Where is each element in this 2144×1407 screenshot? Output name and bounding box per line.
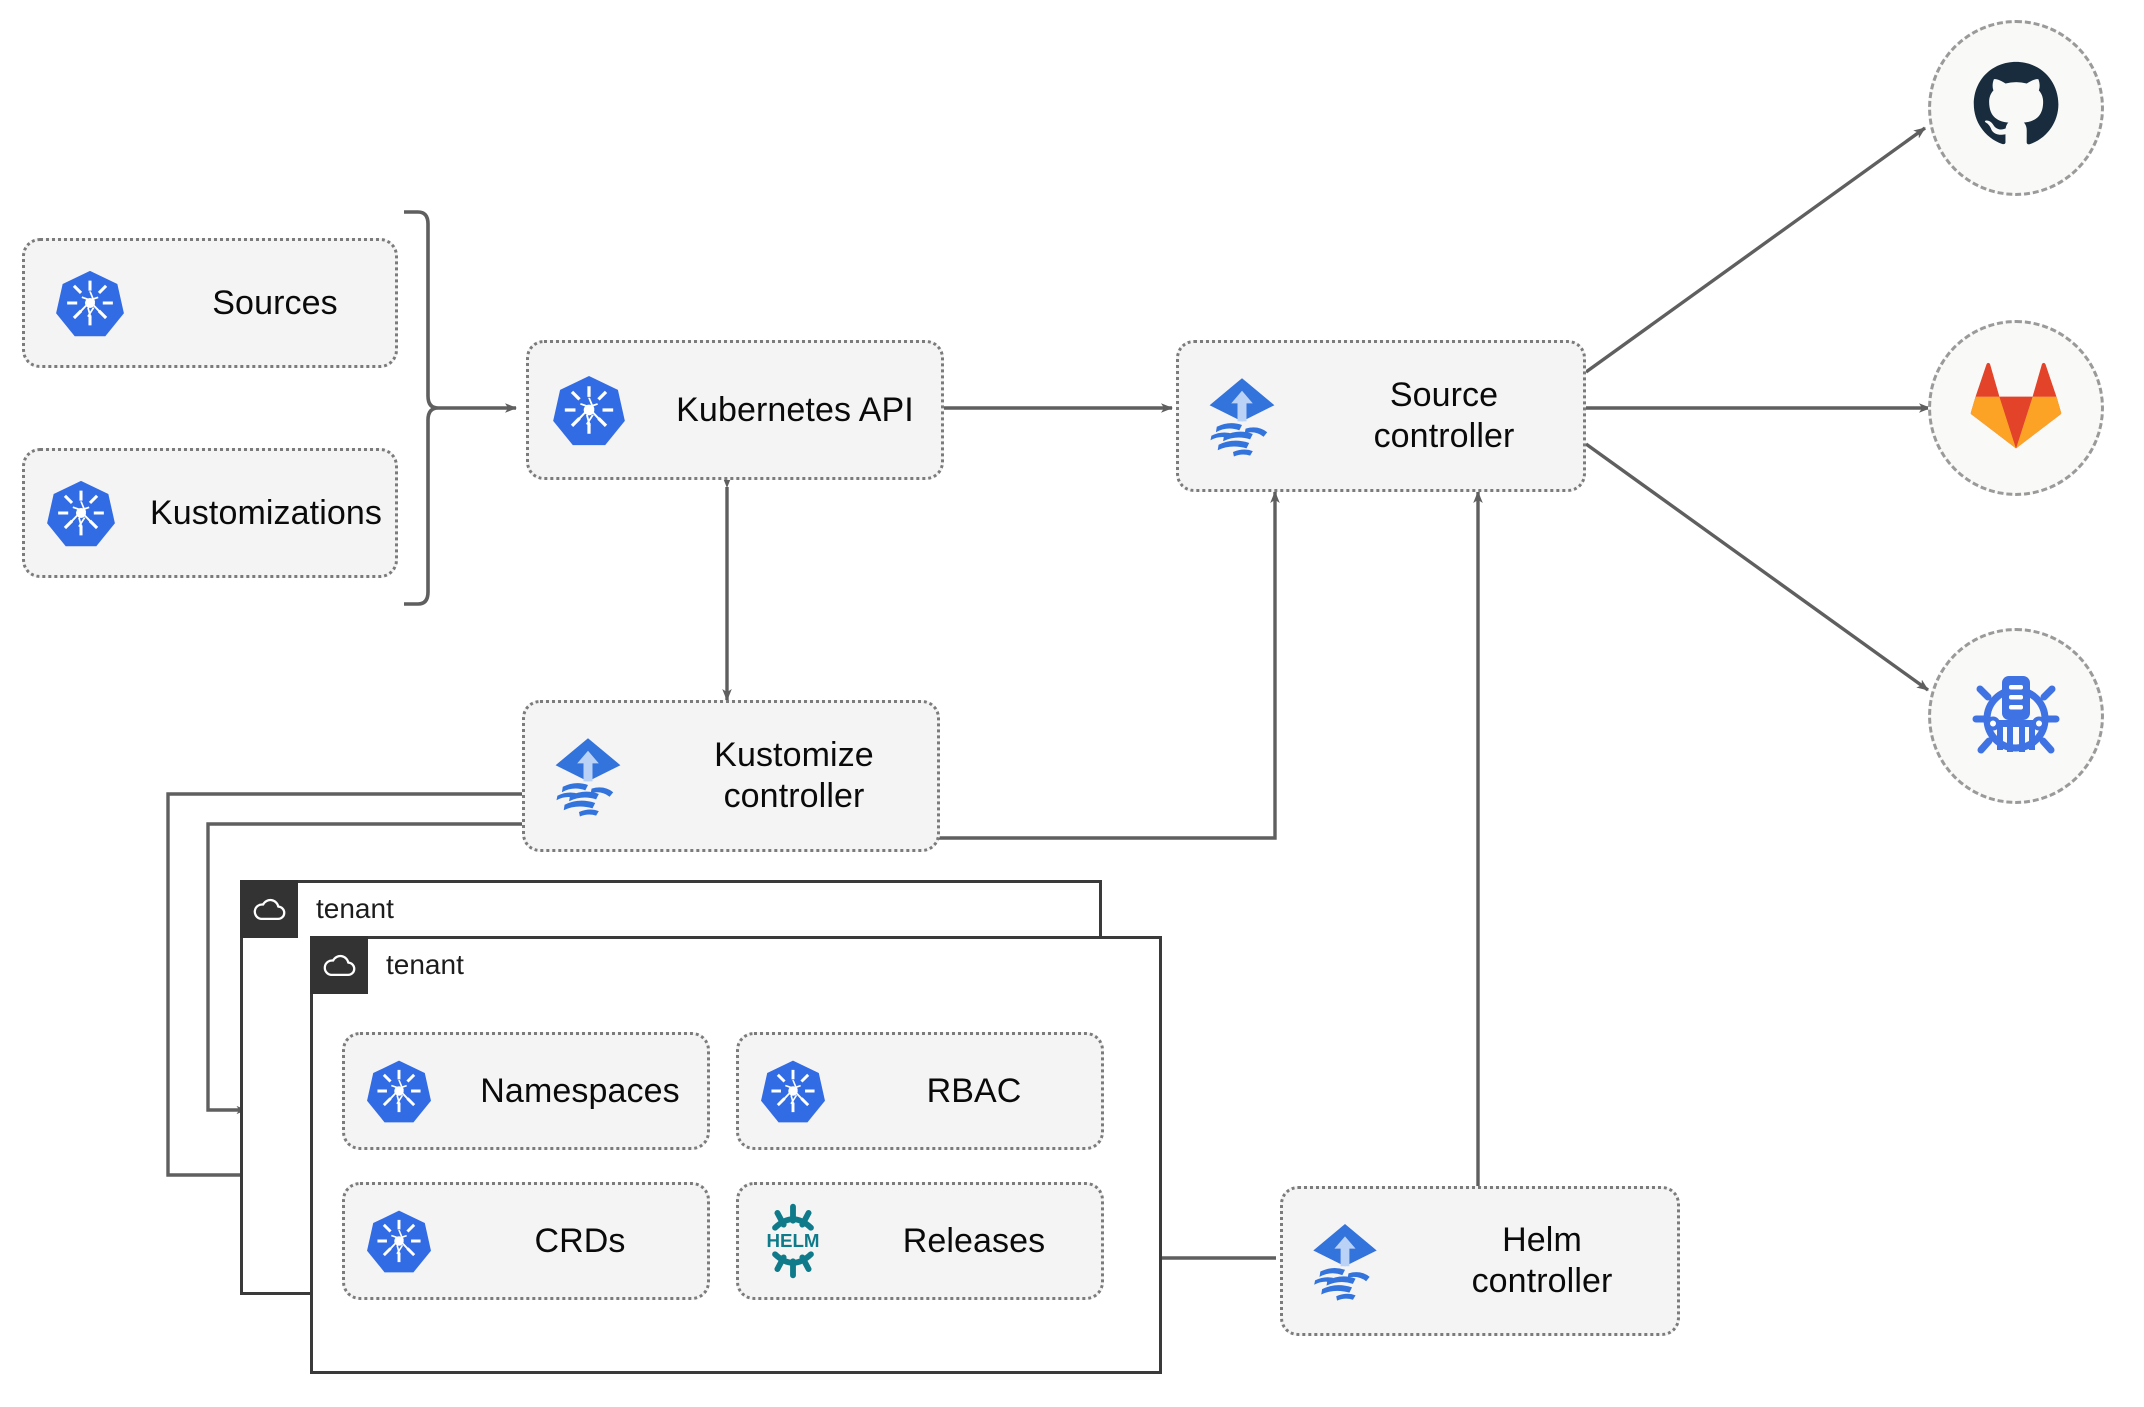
node-label-line2: controller	[1373, 417, 1515, 455]
node-kustomizations[interactable]: Kustomizations	[22, 448, 398, 578]
node-label: Helm controller	[1407, 1220, 1677, 1302]
cloud-icon	[240, 880, 298, 938]
node-label-line1: Source	[1389, 376, 1499, 415]
helm-icon: HELM	[739, 1202, 847, 1280]
node-helm-controller[interactable]: Helm controller	[1280, 1186, 1680, 1336]
cloud-icon	[310, 936, 368, 994]
kubernetes-icon	[25, 478, 137, 548]
gitlab-icon	[1970, 360, 2062, 457]
kubernetes-icon	[345, 1058, 453, 1124]
kubernetes-icon	[345, 1208, 453, 1274]
tenant-label: tenant	[386, 949, 464, 980]
tenant-label: tenant	[316, 893, 394, 924]
node-kubernetes-api[interactable]: Kubernetes API	[526, 340, 944, 480]
svg-text:HELM: HELM	[767, 1230, 820, 1251]
node-sources[interactable]: Sources	[22, 238, 398, 368]
node-namespaces[interactable]: Namespaces	[342, 1032, 710, 1150]
node-label: Sources	[212, 283, 338, 322]
provider-github[interactable]	[1928, 20, 2104, 196]
kubernetes-icon	[25, 268, 155, 338]
node-label: Kustomize controller	[651, 735, 937, 817]
node-kustomize-controller[interactable]: Kustomize controller	[522, 700, 940, 852]
tenant-header: tenant	[240, 880, 394, 938]
node-label: Releases	[902, 1221, 1046, 1260]
node-label-line2: controller	[723, 777, 865, 815]
provider-gitlab[interactable]	[1928, 320, 2104, 496]
kubernetes-icon	[529, 373, 649, 447]
node-source-controller[interactable]: Source controller	[1176, 340, 1586, 492]
node-label: Kubernetes API	[676, 390, 914, 429]
node-label: Namespaces	[480, 1071, 680, 1110]
kubernetes-icon	[739, 1058, 847, 1124]
node-label: RBAC	[926, 1071, 1022, 1110]
node-label: Source controller	[1305, 375, 1583, 457]
flux-icon	[1179, 371, 1305, 461]
flux-icon	[1283, 1217, 1407, 1305]
node-label-line1: Helm	[1502, 1221, 1582, 1260]
provider-helm-repository[interactable]	[1928, 628, 2104, 804]
node-label-line1: Kustomize	[714, 736, 874, 775]
helm-repository-icon	[1966, 664, 2066, 769]
node-crds[interactable]: CRDs	[342, 1182, 710, 1300]
node-label: CRDs	[534, 1221, 626, 1260]
github-icon	[1970, 60, 2062, 157]
node-releases[interactable]: HELM Releases	[736, 1182, 1104, 1300]
node-label-line2: controller	[1471, 1262, 1613, 1300]
node-rbac[interactable]: RBAC	[736, 1032, 1104, 1150]
node-label: Kustomizations	[150, 493, 382, 532]
flux-icon	[525, 731, 651, 821]
tenant-header: tenant	[310, 936, 464, 994]
tenant-front[interactable]: tenant	[310, 936, 1162, 1374]
